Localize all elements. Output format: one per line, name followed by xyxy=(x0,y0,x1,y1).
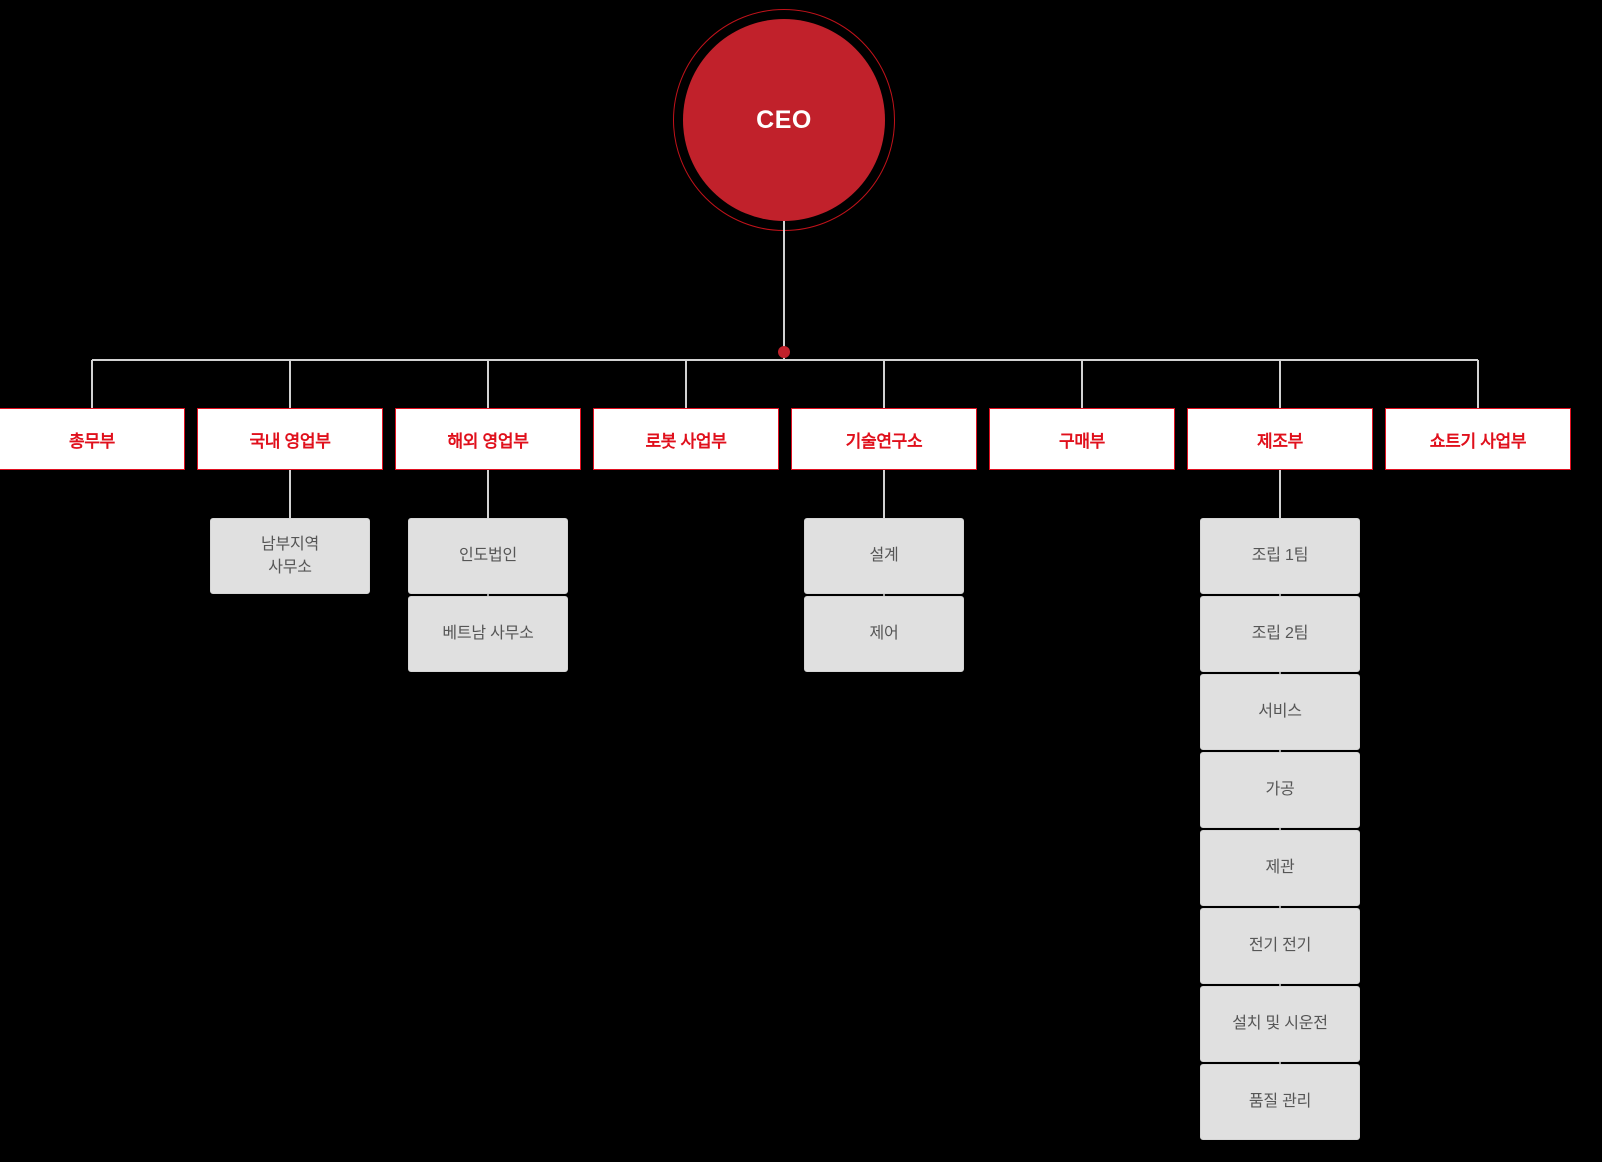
connector-stub xyxy=(1279,669,1281,677)
connector-line-horizontal xyxy=(92,359,1478,361)
connector-line-vertical xyxy=(487,360,489,408)
sub-department-box[interactable]: 서비스 xyxy=(1200,674,1360,750)
connector-line-vertical xyxy=(487,470,489,518)
department-label: 기술연구소 xyxy=(845,431,923,451)
connector-line-vertical xyxy=(1477,360,1479,408)
sub-department-label: 베트남 사무소 xyxy=(442,625,534,643)
department-label: 총무부 xyxy=(68,431,116,451)
sub-department-label: 설계 xyxy=(869,547,899,565)
department-box[interactable]: 국내 영업부 xyxy=(197,408,383,470)
sub-department-box[interactable]: 조립 1팀 xyxy=(1200,518,1360,594)
sub-department-label: 남부지역 사무소 xyxy=(260,535,320,576)
sub-department-box[interactable]: 품질 관리 xyxy=(1200,1064,1360,1140)
connector-line-vertical xyxy=(883,360,885,408)
ceo-node[interactable]: CEO xyxy=(683,19,885,221)
connector-line-vertical xyxy=(685,360,687,408)
department-box[interactable]: 해외 영업부 xyxy=(395,408,581,470)
junction-dot xyxy=(778,346,790,358)
connector-line-vertical xyxy=(783,221,785,360)
connector-stub xyxy=(1279,981,1281,989)
sub-department-box[interactable]: 설치 및 시운전 xyxy=(1200,986,1360,1062)
connector-line-vertical xyxy=(91,360,93,408)
sub-department-box[interactable]: 제관 xyxy=(1200,830,1360,906)
connector-line-vertical xyxy=(289,470,291,518)
connector-stub xyxy=(487,591,489,599)
sub-department-label: 인도법인 xyxy=(458,547,518,565)
connector-line-vertical xyxy=(1081,360,1083,408)
department-label: 구매부 xyxy=(1058,431,1106,451)
connector-stub xyxy=(1279,747,1281,755)
sub-department-box[interactable]: 전기 전기 xyxy=(1200,908,1360,984)
connector-line-vertical xyxy=(1279,470,1281,518)
sub-department-label: 제어 xyxy=(869,625,899,643)
department-box[interactable]: 제조부 xyxy=(1187,408,1373,470)
sub-department-label: 서비스 xyxy=(1258,703,1302,721)
connector-stub xyxy=(1279,825,1281,833)
sub-department-label: 제관 xyxy=(1265,859,1295,877)
department-label: 쇼트기 사업부 xyxy=(1429,431,1527,451)
sub-department-box[interactable]: 설계 xyxy=(804,518,964,594)
sub-department-box[interactable]: 조립 2팀 xyxy=(1200,596,1360,672)
connector-stub xyxy=(1279,1059,1281,1067)
sub-department-label: 전기 전기 xyxy=(1248,937,1312,955)
department-box[interactable]: 총무부 xyxy=(0,408,185,470)
department-label: 해외 영업부 xyxy=(447,431,529,451)
sub-department-box[interactable]: 베트남 사무소 xyxy=(408,596,568,672)
connector-stub xyxy=(1279,591,1281,599)
department-box[interactable]: 로봇 사업부 xyxy=(593,408,779,470)
ceo-label: CEO xyxy=(756,105,812,134)
connector-line-vertical xyxy=(883,470,885,518)
sub-department-label: 품질 관리 xyxy=(1248,1093,1312,1111)
sub-department-box[interactable]: 제어 xyxy=(804,596,964,672)
connector-stub xyxy=(1279,903,1281,911)
sub-department-box[interactable]: 남부지역 사무소 xyxy=(210,518,370,594)
department-label: 국내 영업부 xyxy=(249,431,331,451)
department-box[interactable]: 쇼트기 사업부 xyxy=(1385,408,1571,470)
sub-department-box[interactable]: 가공 xyxy=(1200,752,1360,828)
connector-line-vertical xyxy=(289,360,291,408)
connector-line-vertical xyxy=(1279,360,1281,408)
connector-stub xyxy=(883,591,885,599)
sub-department-label: 조립 1팀 xyxy=(1251,547,1309,565)
department-box[interactable]: 구매부 xyxy=(989,408,1175,470)
sub-department-box[interactable]: 인도법인 xyxy=(408,518,568,594)
department-box[interactable]: 기술연구소 xyxy=(791,408,977,470)
department-label: 제조부 xyxy=(1256,431,1304,451)
department-label: 로봇 사업부 xyxy=(645,431,727,451)
sub-department-label: 조립 2팀 xyxy=(1251,625,1309,643)
sub-department-label: 설치 및 시운전 xyxy=(1232,1015,1328,1033)
sub-department-label: 가공 xyxy=(1265,781,1295,799)
